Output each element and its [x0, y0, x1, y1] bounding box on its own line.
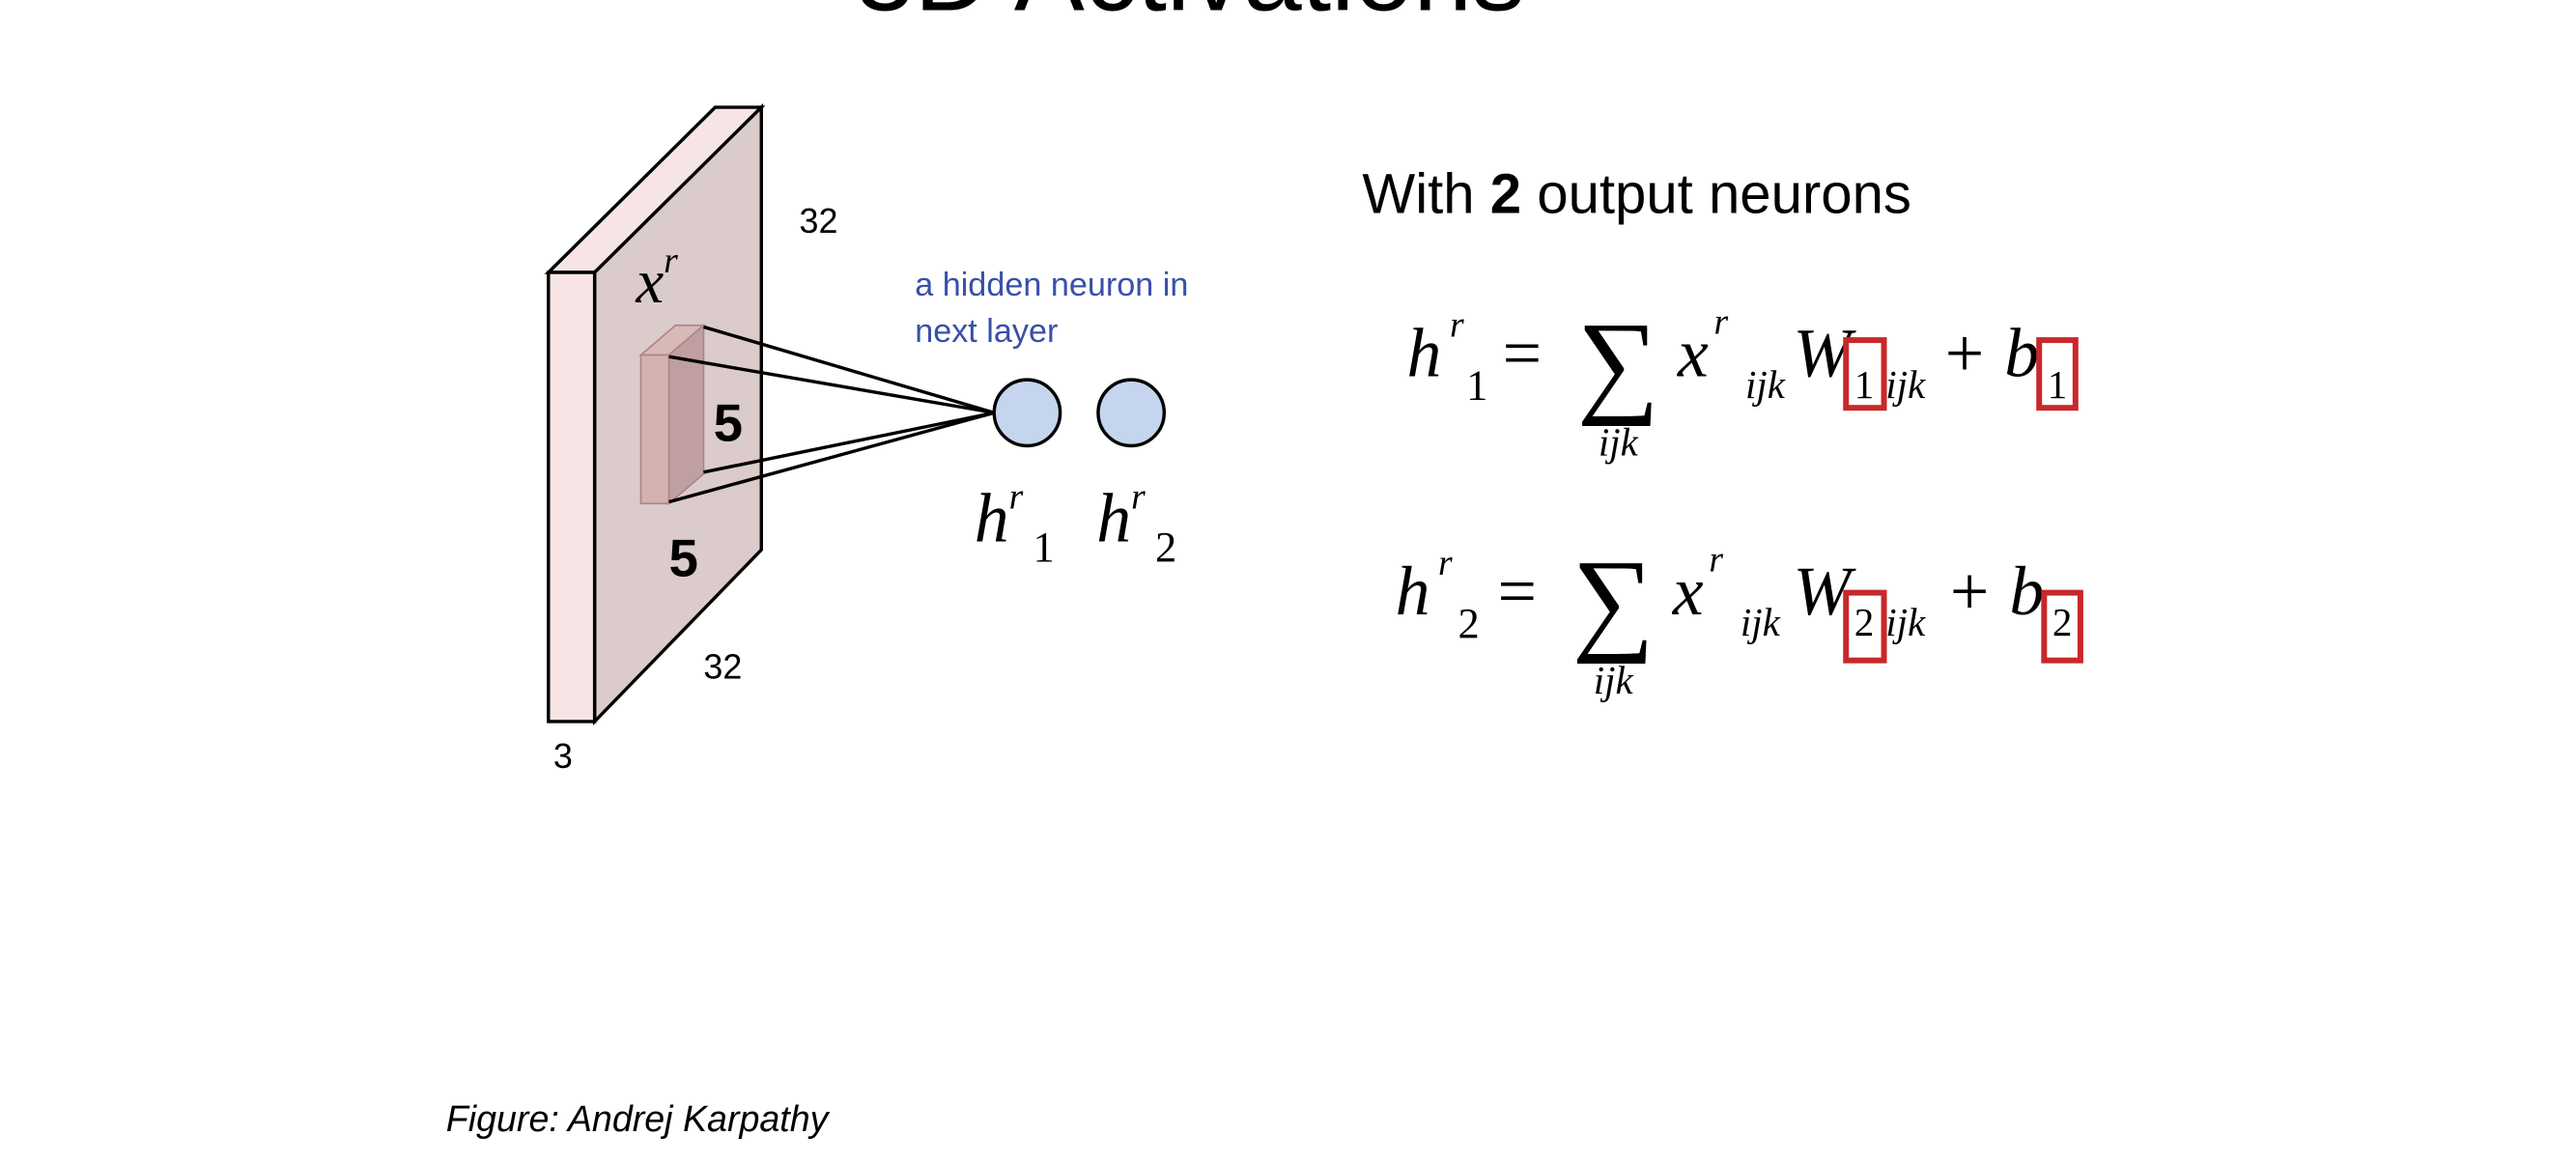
conv-diagram: 32 xr 5 5 32 3 a hidden neuron in next l…: [544, 103, 1188, 776]
svg-text:ijk: ijk: [1745, 362, 1786, 407]
svg-text:ijk: ijk: [1885, 600, 1926, 644]
neuron-note-line2: next layer: [915, 313, 1058, 350]
hidden-neuron-2: [1096, 378, 1167, 448]
filter-front-face: [639, 354, 670, 505]
svg-text:∑: ∑: [1571, 535, 1654, 664]
hidden-neuron-1: [992, 378, 1062, 448]
svg-text:ijk: ijk: [1594, 658, 1634, 702]
height-label: 32: [800, 202, 838, 241]
neuron-note-line1: a hidden neuron in: [915, 267, 1188, 303]
depth-label: 3: [553, 737, 573, 776]
svg-text:=: =: [1503, 315, 1542, 392]
svg-text:1: 1: [1854, 362, 1875, 407]
svg-text:h: h: [1407, 315, 1442, 392]
equations-heading: With 2 output neurons: [1362, 162, 1911, 225]
width-label: 32: [703, 647, 742, 686]
neuron-label-2: hr2: [1096, 476, 1176, 571]
svg-text:b: b: [2009, 553, 2044, 630]
filter-side-face: [667, 323, 705, 506]
svg-text:r: r: [1713, 301, 1728, 342]
figure-caption: Figure: Andrej Karpathy: [446, 1098, 831, 1139]
filter-width-label: 5: [669, 528, 698, 588]
svg-text:1: 1: [1466, 361, 1487, 410]
svg-text:2: 2: [1458, 599, 1480, 647]
svg-text:ijk: ijk: [1741, 600, 1781, 644]
svg-text:=: =: [1498, 553, 1537, 630]
svg-text:x: x: [1672, 553, 1704, 630]
slide-title: 3D Activations: [856, 0, 1525, 33]
svg-text:r: r: [1450, 305, 1464, 346]
svg-text:+: +: [1950, 553, 1989, 630]
neuron-label-1: hr1: [975, 476, 1055, 571]
equation-2: h r 2 = ∑ ijk x r ijk W 2 ijk + b 2: [1396, 535, 2083, 702]
svg-text:x: x: [1677, 315, 1709, 392]
highlight-box-w-index-2: [1843, 589, 1887, 664]
svg-text:b: b: [2004, 315, 2039, 392]
svg-text:2: 2: [2052, 600, 2073, 644]
equation-1: h r 1 = ∑ ijk x r ijk W 1 ijk + b 1: [1407, 298, 2079, 465]
svg-text:+: +: [1945, 315, 1984, 392]
svg-text:ijk: ijk: [1885, 362, 1926, 407]
svg-text:r: r: [1438, 543, 1453, 583]
receptive-field-lines: [668, 325, 995, 504]
highlight-box-b-index-2: [2041, 589, 2083, 664]
svg-text:r: r: [1709, 539, 1723, 580]
svg-text:h: h: [1396, 553, 1430, 630]
input-volume-front-face: [547, 270, 597, 724]
filter-height-label: 5: [714, 392, 743, 452]
svg-text:1: 1: [2048, 362, 2068, 407]
highlight-box-b-index-1: [2036, 337, 2079, 412]
input-var: xr: [635, 241, 678, 317]
svg-text:2: 2: [1854, 600, 1875, 644]
svg-text:ijk: ijk: [1599, 420, 1639, 465]
svg-text:∑: ∑: [1577, 298, 1659, 426]
highlight-box-w-index-1: [1843, 337, 1887, 412]
